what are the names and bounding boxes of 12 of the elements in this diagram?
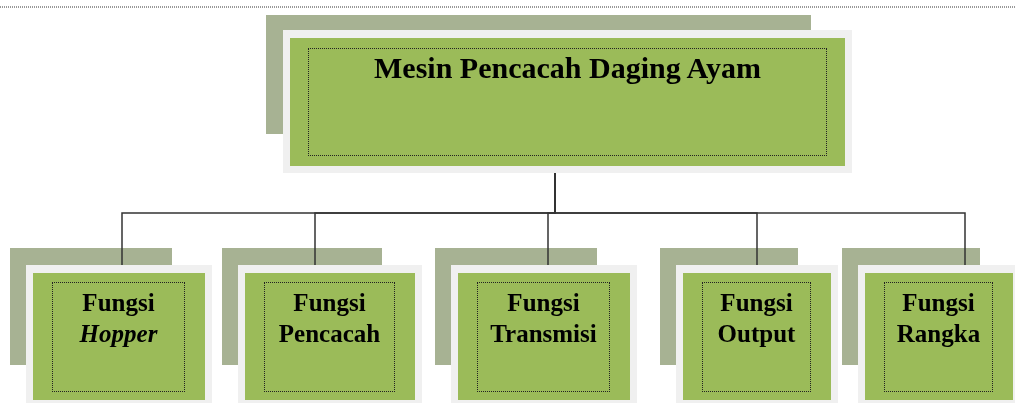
function-box [245, 273, 415, 400]
title-text: Mesin Pencacah Daging Ayam [308, 48, 827, 156]
function-box [290, 38, 845, 166]
box-label: Fungsi Hopper [52, 282, 185, 392]
function-box [458, 273, 630, 400]
box-label: Fungsi Rangka [884, 282, 993, 392]
box-label: Fungsi Output [702, 282, 811, 392]
function-box [865, 273, 1013, 400]
function-box [683, 273, 831, 400]
box-label: Fungsi Transmisi [477, 282, 610, 392]
function-box [33, 273, 205, 400]
box-label: Fungsi Pencacah [264, 282, 395, 392]
